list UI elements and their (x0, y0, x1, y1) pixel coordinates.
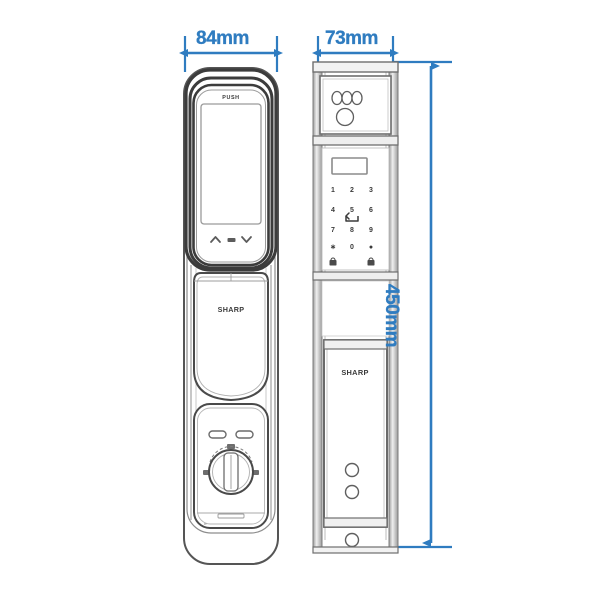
front-view: PUSH SHARP (183, 67, 279, 565)
key-star[interactable]: ∗ (330, 244, 336, 251)
keypad-lock-row (329, 257, 375, 266)
side-middle-body (321, 280, 390, 337)
key-5[interactable]: 5 (350, 207, 354, 214)
sharp-logo-side: SHARP (341, 368, 368, 377)
dimension-label-73mm: 73mm (325, 28, 379, 49)
key-hash[interactable]: ● (369, 244, 373, 251)
sensor-housing-inner (322, 78, 389, 132)
port-circle-3 (344, 532, 360, 548)
key-8[interactable]: 8 (350, 227, 354, 234)
key-2[interactable]: 2 (350, 187, 354, 194)
keypad-keys: 1 2 3 4 5 6 7 8 9 ∗ 0 ● (330, 187, 373, 251)
port-circle-2 (344, 484, 360, 500)
key-9[interactable]: 9 (369, 227, 373, 234)
backspace-icon[interactable] (345, 212, 359, 222)
knob-rotation-arc (209, 446, 253, 463)
key-6[interactable]: 6 (369, 207, 373, 214)
side-view: 1 2 3 4 5 6 7 8 9 ∗ 0 ● (312, 61, 399, 554)
lower-plate-top-band (323, 339, 388, 350)
lower-plate-slot (217, 513, 245, 519)
lock-icon-right[interactable] (367, 257, 375, 266)
oval-icon-1 (331, 90, 343, 106)
oval-icon-3 (351, 90, 363, 106)
dimension-label-450mm: 450mm (381, 284, 402, 347)
push-label: PUSH (222, 95, 239, 101)
rectangle-icon[interactable] (227, 238, 236, 242)
sensor-module (319, 75, 392, 135)
indicator-oval-right (235, 430, 254, 439)
lower-plate-inner (197, 407, 265, 525)
key-0[interactable]: 0 (350, 244, 354, 251)
keypad-panel: 1 2 3 4 5 6 7 8 9 ∗ 0 ● (321, 147, 390, 271)
handle-plate-outline (193, 272, 269, 402)
sensor-housing (319, 75, 392, 135)
dimension-450mm (392, 60, 452, 549)
micro-marking: •• (204, 522, 207, 526)
handle-plate-inner (196, 276, 266, 397)
front-top-panel: PUSH (184, 68, 278, 272)
chevron-up-icon[interactable] (210, 236, 221, 243)
indicator-row (208, 430, 254, 439)
side-upper-band (312, 135, 399, 146)
dimension-label-84mm: 84mm (196, 28, 250, 49)
port-circle-1 (344, 462, 360, 478)
key-3[interactable]: 3 (369, 187, 373, 194)
oval-icon-2 (341, 90, 353, 106)
sharp-logo-front: SHARP (218, 305, 245, 314)
lower-plate-bottom-band (323, 517, 388, 528)
front-button-row (210, 236, 252, 243)
circle-icon-sensor (335, 107, 355, 127)
indicator-oval-left (208, 430, 227, 439)
chevron-down-icon[interactable] (241, 236, 252, 243)
dimension-84mm (179, 36, 283, 72)
side-top-cap (312, 61, 399, 73)
front-display-window (200, 103, 262, 225)
key-1[interactable]: 1 (331, 187, 335, 194)
side-bottom-cap (312, 546, 399, 554)
front-lower-section: •• (193, 403, 269, 529)
keypad-display-window (331, 157, 368, 175)
lock-icon-left[interactable] (329, 257, 337, 266)
side-mid-band (312, 271, 399, 281)
front-handle-plate: SHARP (193, 272, 269, 402)
key-7[interactable]: 7 (331, 227, 335, 234)
key-4[interactable]: 4 (331, 207, 335, 214)
side-lower-plate: SHARP (323, 339, 388, 528)
